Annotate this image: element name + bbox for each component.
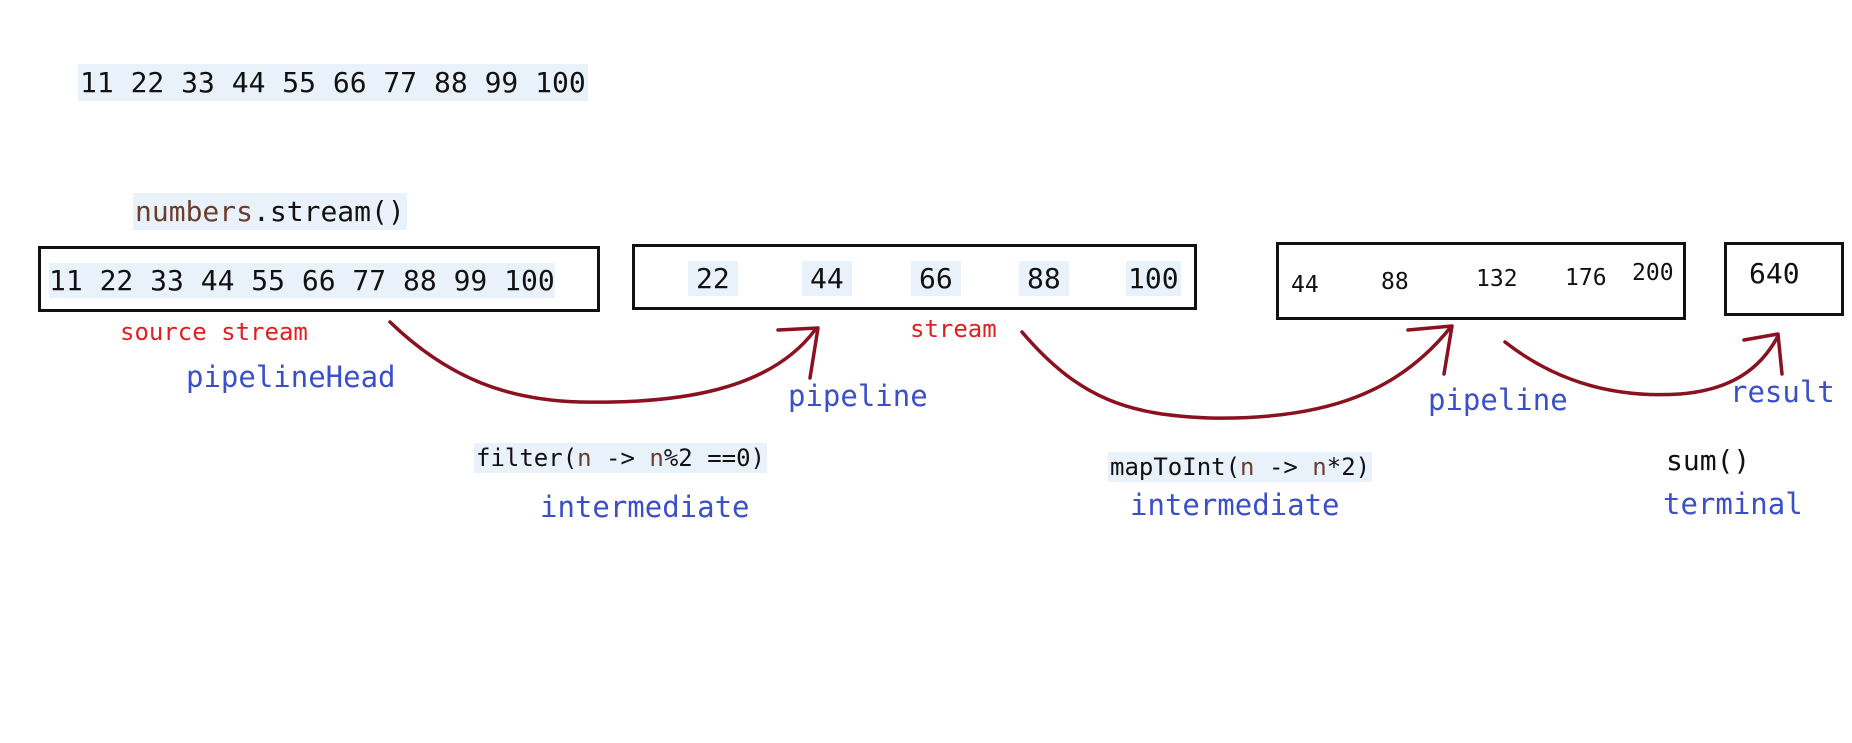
sum-operation: sum() (1666, 444, 1751, 477)
filtered-value: 66 (911, 261, 961, 296)
mapped-value: 44 (1291, 272, 1319, 298)
numbers-variable: numbers (135, 195, 254, 228)
pipeline-label: pipeline (788, 379, 928, 413)
pipeline-label: pipeline (1428, 383, 1568, 417)
result-box: 640 (1724, 242, 1844, 316)
intermediate-label: intermediate (540, 490, 750, 524)
map-operation: mapToInt(n -> n*2) (1108, 452, 1373, 482)
filter-arrow: -> (591, 444, 650, 472)
terminal-label: terminal (1663, 487, 1803, 521)
flow-arrow-map (1020, 326, 1452, 420)
result-label: result (1730, 375, 1835, 409)
filtered-value: 88 (1019, 261, 1069, 296)
intermediate-label: intermediate (1130, 488, 1340, 522)
flow-arrow-filter (388, 320, 817, 404)
map-arrow: -> (1254, 453, 1313, 481)
map-name: mapToInt( (1110, 453, 1241, 481)
mapped-stream-box: 44 88 132 176 200 (1276, 242, 1686, 320)
map-var: n (1312, 453, 1327, 481)
filtered-value: 44 (802, 261, 852, 296)
filtered-value: 100 (1126, 261, 1181, 296)
mapped-value: 132 (1476, 266, 1518, 292)
source-stream-values: 11 22 33 44 55 66 77 88 99 100 (49, 263, 555, 298)
mapped-value: 200 (1632, 260, 1674, 286)
flow-arrow-sum-head (1742, 332, 1784, 376)
mapped-value: 176 (1565, 265, 1607, 291)
filter-tail: %2 ==0) (663, 444, 766, 472)
filter-name: filter( (476, 444, 578, 472)
result-value: 640 (1749, 257, 1800, 290)
stream-label: stream (910, 315, 997, 343)
filter-param: n (577, 444, 592, 472)
mapped-value: 88 (1381, 269, 1409, 295)
map-param: n (1240, 453, 1255, 481)
source-expression: numbers.stream() (133, 193, 407, 230)
filter-operation: filter(n -> n%2 ==0) (474, 443, 768, 473)
flow-arrow-filter-head (776, 326, 820, 380)
filtered-value: 22 (688, 261, 738, 296)
stream-call: .stream() (253, 195, 405, 228)
numbers-list: 11 22 33 44 55 66 77 88 99 100 (78, 64, 588, 101)
filtered-stream-box: 22 44 66 88 100 (632, 244, 1197, 310)
flow-arrow-map-head (1406, 324, 1454, 376)
filter-var: n (649, 444, 664, 472)
source-stream-box: 11 22 33 44 55 66 77 88 99 100 (38, 246, 600, 312)
pipeline-head-label: pipelineHead (186, 360, 396, 394)
map-tail: *2) (1326, 453, 1371, 481)
source-stream-label: source stream (120, 318, 308, 346)
